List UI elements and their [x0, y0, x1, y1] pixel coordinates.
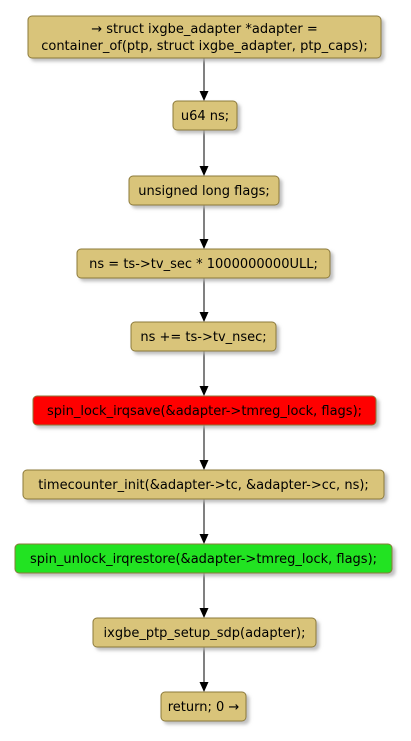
flow-node: ns = ts->tv_sec * 1000000000ULL;: [76, 248, 331, 279]
flow-node-label: u64 ns;: [181, 109, 229, 124]
flow-node: ns += ts->tv_nsec;: [130, 321, 277, 352]
flowchart-nodes: → struct ixgbe_adapter *adapter = contain…: [14, 15, 393, 722]
flow-node-label: ns = ts->tv_sec * 1000000000ULL;: [89, 257, 318, 272]
flow-node: → struct ixgbe_adapter *adapter = contain…: [27, 15, 382, 59]
arrowhead-icon: [199, 386, 209, 396]
flow-node: spin_lock_irqsave(&adapter->tmreg_lock, …: [32, 395, 377, 426]
flow-node: ixgbe_ptp_setup_sdp(adapter);: [92, 617, 317, 648]
flow-node-box: [32, 395, 377, 426]
flow-node-box: [27, 15, 382, 59]
arrowhead-icon: [199, 239, 209, 249]
flow-node-label: return; 0 →: [168, 700, 240, 715]
flow-node-box: [128, 175, 280, 206]
flow-node: timecounter_init(&adapter->tc, &adapter-…: [22, 469, 385, 500]
flow-node: spin_unlock_irqrestore(&adapter->tmreg_l…: [14, 543, 393, 574]
flow-node-box: [130, 321, 277, 352]
flow-node-box: [172, 100, 238, 131]
flow-node: unsigned long flags;: [128, 175, 280, 206]
flow-node-label: → struct ixgbe_adapter *adapter =: [91, 22, 318, 37]
flow-node-box: [22, 469, 385, 500]
flow-node-box: [160, 691, 247, 722]
flow-node-label: spin_lock_irqsave(&adapter->tmreg_lock, …: [47, 404, 362, 419]
flow-node-label: spin_unlock_irqrestore(&adapter->tmreg_l…: [30, 552, 377, 567]
arrowhead-icon: [199, 608, 209, 618]
flow-node-box: [92, 617, 317, 648]
flow-node: return; 0 →: [160, 691, 247, 722]
flow-node-label: container_of(ptp, struct ixgbe_adapter, …: [41, 39, 368, 54]
arrowhead-icon: [199, 166, 209, 176]
arrowhead-icon: [199, 91, 209, 101]
arrowhead-icon: [199, 312, 209, 322]
flow-node-box: [76, 248, 331, 279]
flow-node-label: ns += ts->tv_nsec;: [140, 330, 266, 345]
flow-node: u64 ns;: [172, 100, 238, 131]
flowchart-edges: [199, 58, 209, 692]
arrowhead-icon: [199, 460, 209, 470]
arrowhead-icon: [199, 534, 209, 544]
flow-node-label: timecounter_init(&adapter->tc, &adapter-…: [38, 478, 369, 493]
flow-node-box: [14, 543, 393, 574]
arrowhead-icon: [199, 682, 209, 692]
flow-node-label: ixgbe_ptp_setup_sdp(adapter);: [104, 626, 306, 641]
flow-node-label: unsigned long flags;: [138, 184, 270, 199]
